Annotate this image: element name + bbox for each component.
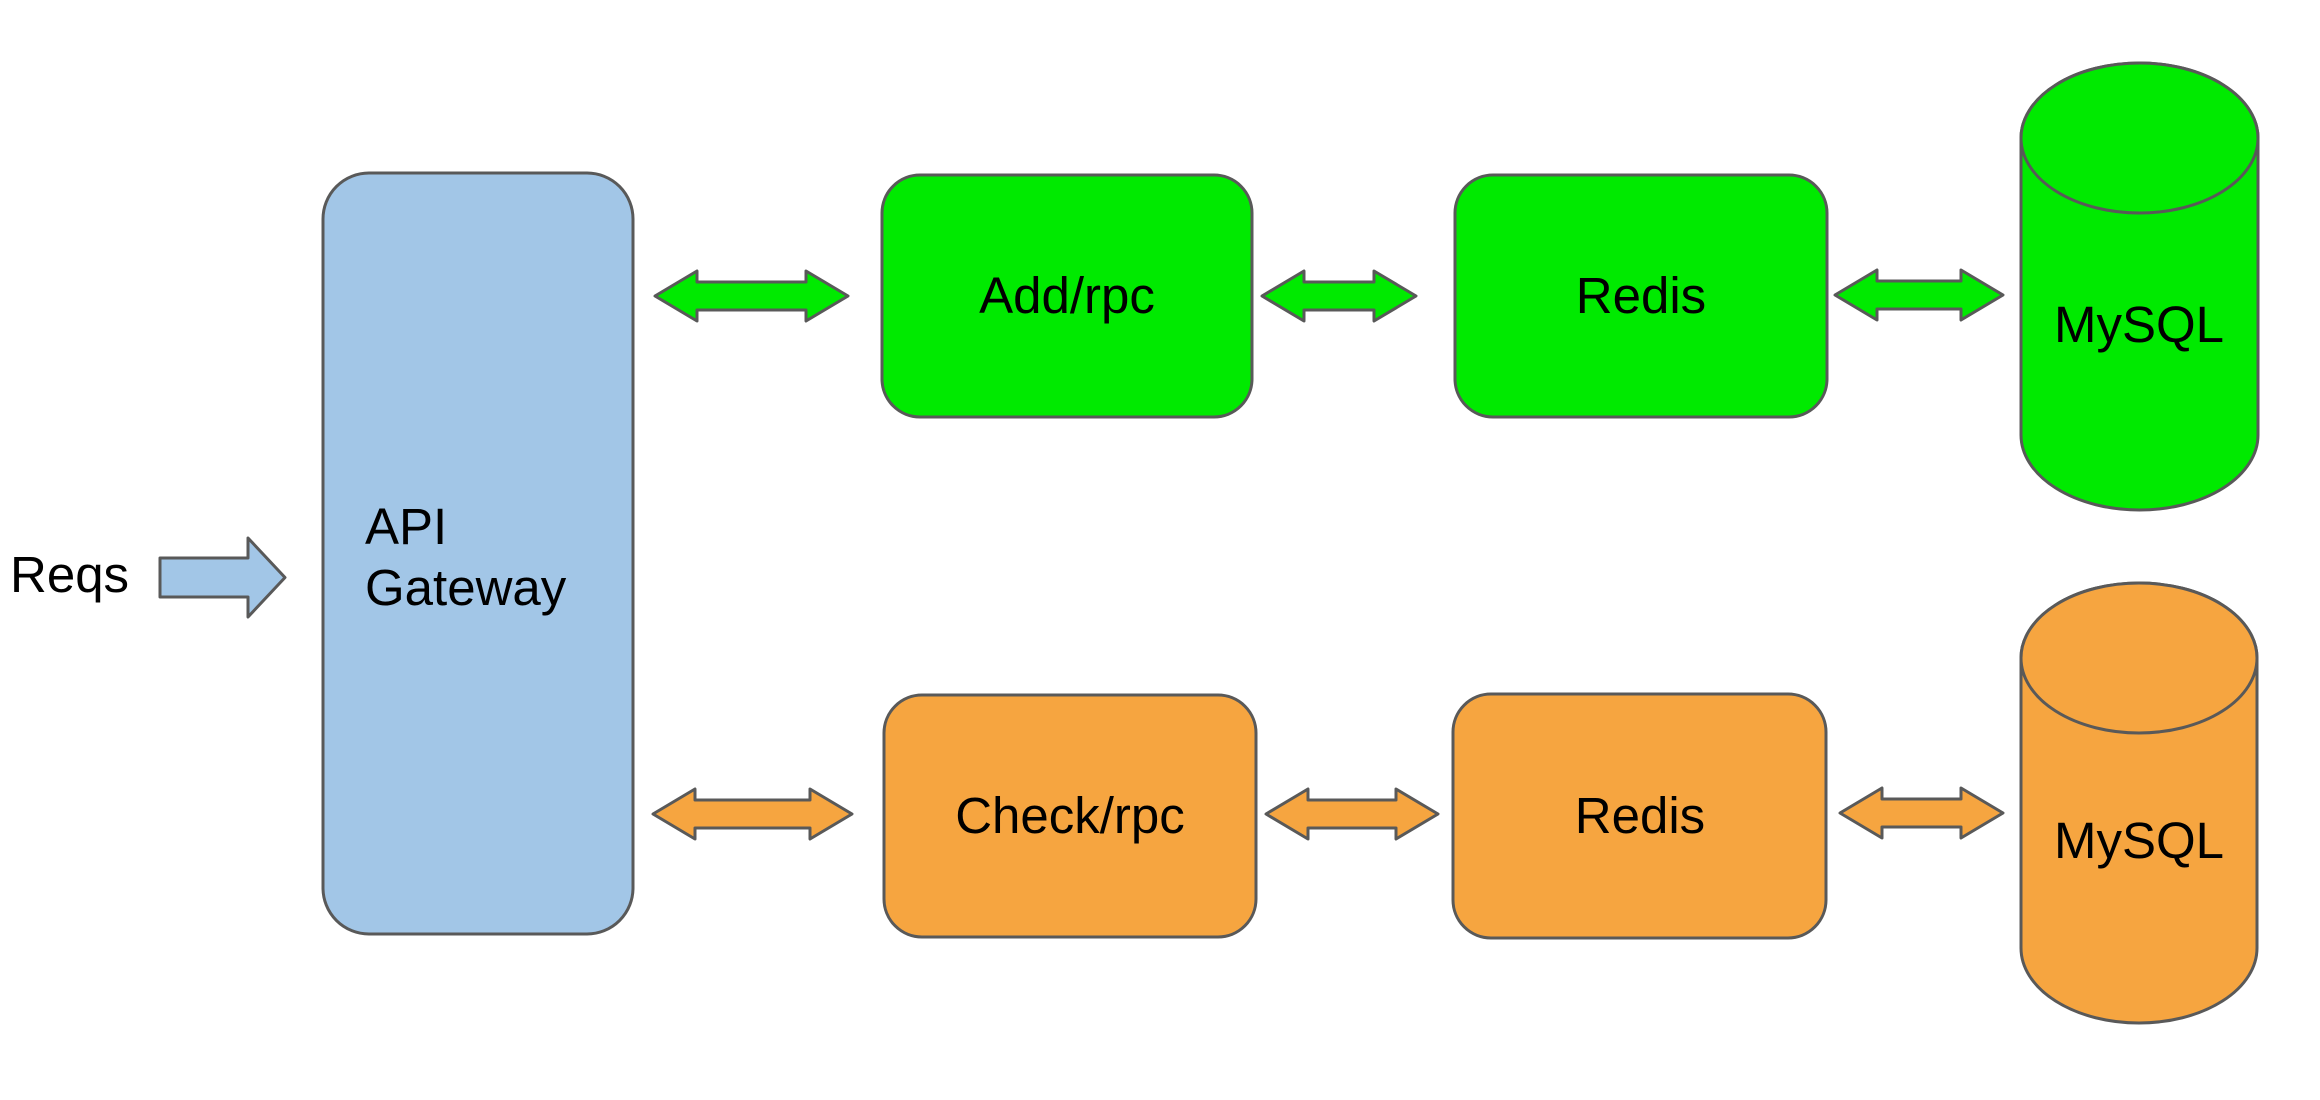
api-gateway-label-line2: Gateway bbox=[365, 559, 567, 616]
api-gateway-node: API Gateway bbox=[321, 171, 635, 936]
api-gateway-label-line1: API bbox=[365, 498, 447, 555]
arrow-addrpc-redis-icon bbox=[1260, 269, 1418, 323]
add-rpc-label: Add/rpc bbox=[979, 267, 1155, 324]
check-rpc-label: Check/rpc bbox=[955, 787, 1185, 844]
redis-top-label: Redis bbox=[1576, 267, 1706, 324]
redis-bottom-box bbox=[1451, 692, 1828, 940]
mysql-top-node: MySQL bbox=[2019, 61, 2260, 512]
requests-label: Reqs bbox=[10, 546, 129, 603]
arrow-gateway-addrpc-icon bbox=[653, 269, 850, 323]
redis-top-box bbox=[1453, 173, 1829, 419]
add-rpc-node: Add/rpc bbox=[880, 173, 1254, 419]
add-rpc-box bbox=[880, 173, 1254, 419]
arrow-gateway-checkrpc-icon bbox=[651, 787, 854, 841]
mysql-bottom-label: MySQL bbox=[2054, 812, 2224, 869]
arrow-redis-mysql-bottom-icon bbox=[1838, 786, 2005, 840]
arrow-checkrpc-redis-icon bbox=[1264, 787, 1440, 841]
redis-top-node: Redis bbox=[1453, 173, 1829, 419]
mysql-bottom-cylinder-rim bbox=[2019, 581, 2259, 735]
check-rpc-box bbox=[882, 693, 1258, 939]
requests-arrow-icon bbox=[158, 536, 287, 619]
redis-bottom-label: Redis bbox=[1575, 787, 1705, 844]
mysql-top-cylinder-rim bbox=[2019, 61, 2260, 215]
mysql-bottom-node: MySQL bbox=[2019, 581, 2259, 1025]
arrow-redis-mysql-top-icon bbox=[1833, 268, 2005, 322]
check-rpc-node: Check/rpc bbox=[882, 693, 1258, 939]
redis-bottom-node: Redis bbox=[1451, 692, 1828, 940]
mysql-top-label: MySQL bbox=[2054, 296, 2224, 353]
api-gateway-box bbox=[321, 171, 635, 936]
